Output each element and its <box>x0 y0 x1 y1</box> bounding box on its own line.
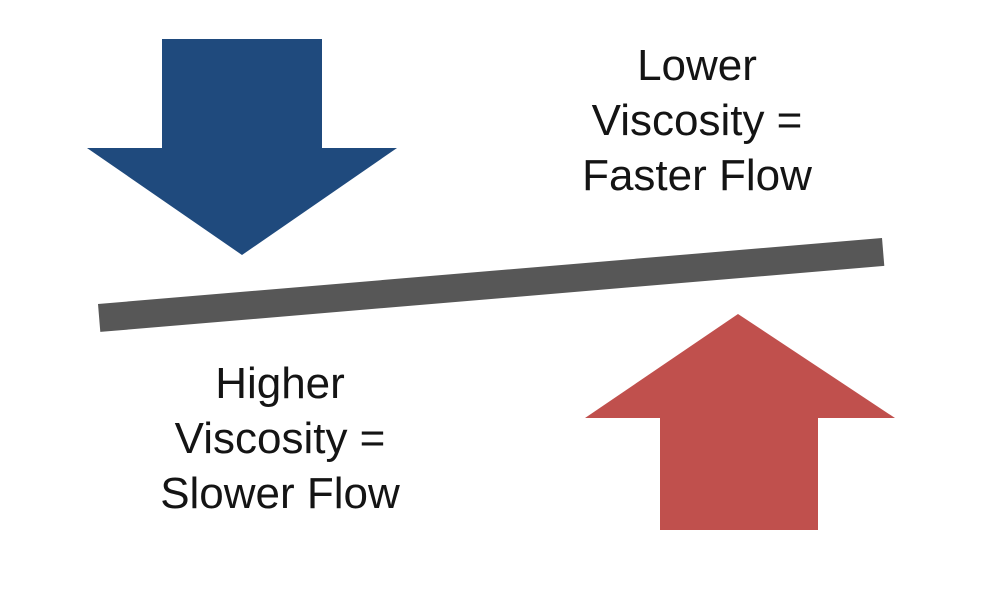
slower-flow-label-line3: Slower Flow <box>160 469 400 518</box>
faster-flow-label-line3: Faster Flow <box>582 151 812 200</box>
faster-flow-label-line2: Viscosity = <box>591 96 803 145</box>
up-arrow-shape <box>585 314 895 530</box>
faster-flow-label: Lower Viscosity = Faster Flow <box>522 38 872 203</box>
slower-flow-label: Higher Viscosity = Slower Flow <box>105 356 455 521</box>
down-arrow-shape <box>87 39 397 255</box>
ramp-bar <box>98 238 885 332</box>
slower-flow-label-line1: Higher <box>215 359 345 408</box>
faster-flow-label-line1: Lower <box>637 41 757 90</box>
slower-flow-label-line2: Viscosity = <box>174 414 386 463</box>
